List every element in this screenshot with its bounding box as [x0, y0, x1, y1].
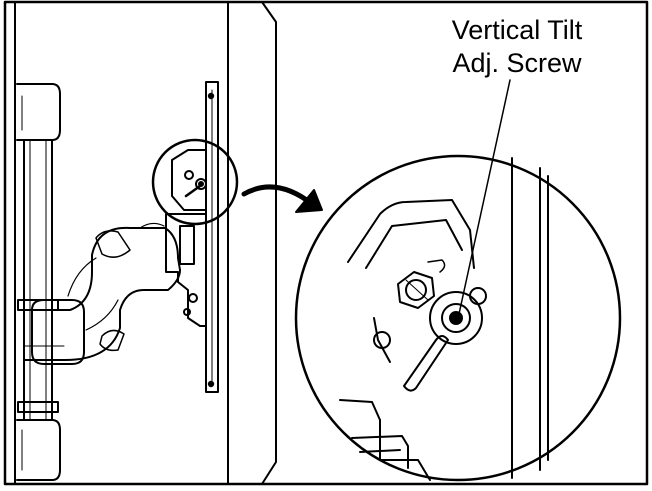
magnified-detail	[294, 154, 622, 482]
curved-arrow-icon	[241, 184, 323, 213]
tilt-head-assembly	[165, 149, 207, 327]
wall-rail	[16, 83, 61, 481]
callout-label-line-1: Vertical Tilt	[451, 15, 583, 45]
callout-label-line-2: Adj. Screw	[452, 48, 582, 78]
callout-leader-line	[458, 79, 511, 315]
figure-frame	[3, 0, 649, 486]
tv-panel-outline	[227, 1, 277, 485]
detail-highlight-circle	[151, 138, 239, 226]
callout-label: Vertical Tilt Adj. Screw	[412, 14, 622, 80]
articulating-arm	[23, 222, 181, 365]
mounting-bracket	[205, 81, 219, 393]
